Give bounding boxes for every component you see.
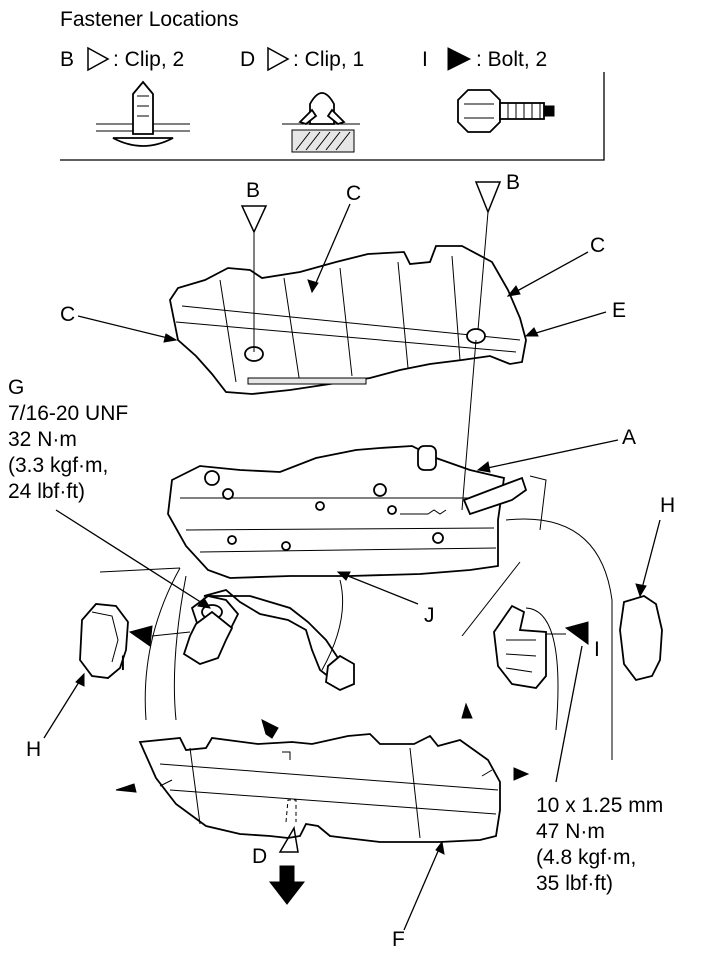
torque-i-line-2: (4.8 kgf·m, xyxy=(536,846,636,869)
direction-arrow-icon xyxy=(115,783,137,793)
legend-letter-i: I xyxy=(422,48,428,71)
left-bracket xyxy=(182,589,355,692)
callout-f: F xyxy=(392,928,405,951)
filled-triangle-icon xyxy=(447,47,472,71)
legend-frame xyxy=(60,72,605,161)
torque-g-line-4: 24 lbf·ft) xyxy=(8,480,85,503)
callout-b1: B xyxy=(246,179,260,202)
bottom-cover xyxy=(138,733,501,843)
direction-arrow-icon xyxy=(261,719,279,739)
callout-c2: C xyxy=(590,234,605,257)
torque-g-line-1: 7/16-20 UNF xyxy=(8,402,128,425)
callout-d: D xyxy=(252,845,267,868)
open-triangle-icon xyxy=(278,825,299,853)
callout-j: J xyxy=(424,604,435,627)
left-end-cover xyxy=(79,603,129,679)
open-triangle-icon xyxy=(87,46,110,72)
seat-frame xyxy=(167,445,528,579)
direction-arrow-icon xyxy=(513,767,530,781)
callout-i1: I xyxy=(120,652,126,675)
legend-text-d: : Clip, 1 xyxy=(293,48,364,71)
filled-triangle-icon xyxy=(564,621,589,645)
torque-i-line-3: 35 lbf·ft) xyxy=(536,872,613,895)
torque-g-line-3: (3.3 kgf·m, xyxy=(8,454,108,477)
leader-lines xyxy=(43,181,661,931)
direction-arrow-icon xyxy=(461,702,473,719)
fastener-legend: Fastener Locations B : Clip, 2 D : Clip,… xyxy=(60,8,605,161)
callout-e: E xyxy=(612,299,626,322)
callout-b2: B xyxy=(506,171,520,194)
open-triangle-icon xyxy=(267,46,290,72)
torque-i-line-1: 47 N·m xyxy=(536,820,605,843)
legend-title: Fastener Locations xyxy=(60,8,239,31)
torque-g-line-2: 32 N·m xyxy=(8,428,77,451)
clip-b-icon xyxy=(96,80,190,147)
legend-text-b: : Clip, 2 xyxy=(113,48,184,71)
right-end-cover xyxy=(619,595,663,682)
legend-letter-b: B xyxy=(60,48,74,71)
callout-i2: I xyxy=(594,638,600,661)
open-triangle-icon xyxy=(240,205,268,234)
callout-c3: C xyxy=(60,303,75,326)
callout-labels: B B C C C E A H J I I H D F G 7/16-20 UN… xyxy=(8,171,675,951)
down-arrow-icon xyxy=(268,865,306,905)
open-triangle-icon xyxy=(474,181,502,215)
torque-g-line-0: G xyxy=(8,376,24,399)
legend-letter-d: D xyxy=(240,48,255,71)
callout-h1: H xyxy=(26,738,41,761)
filled-triangle-icon xyxy=(128,625,153,647)
right-bracket xyxy=(493,604,547,689)
callout-h2: H xyxy=(660,494,675,517)
legend-text-i: : Bolt, 2 xyxy=(476,48,547,71)
clip-d-icon xyxy=(282,92,360,153)
callout-c1: C xyxy=(346,182,361,205)
top-cover-panel xyxy=(169,245,527,395)
torque-i-line-0: 10 x 1.25 mm xyxy=(536,794,663,817)
callout-a: A xyxy=(622,426,636,449)
bolt-i-icon xyxy=(457,89,555,133)
